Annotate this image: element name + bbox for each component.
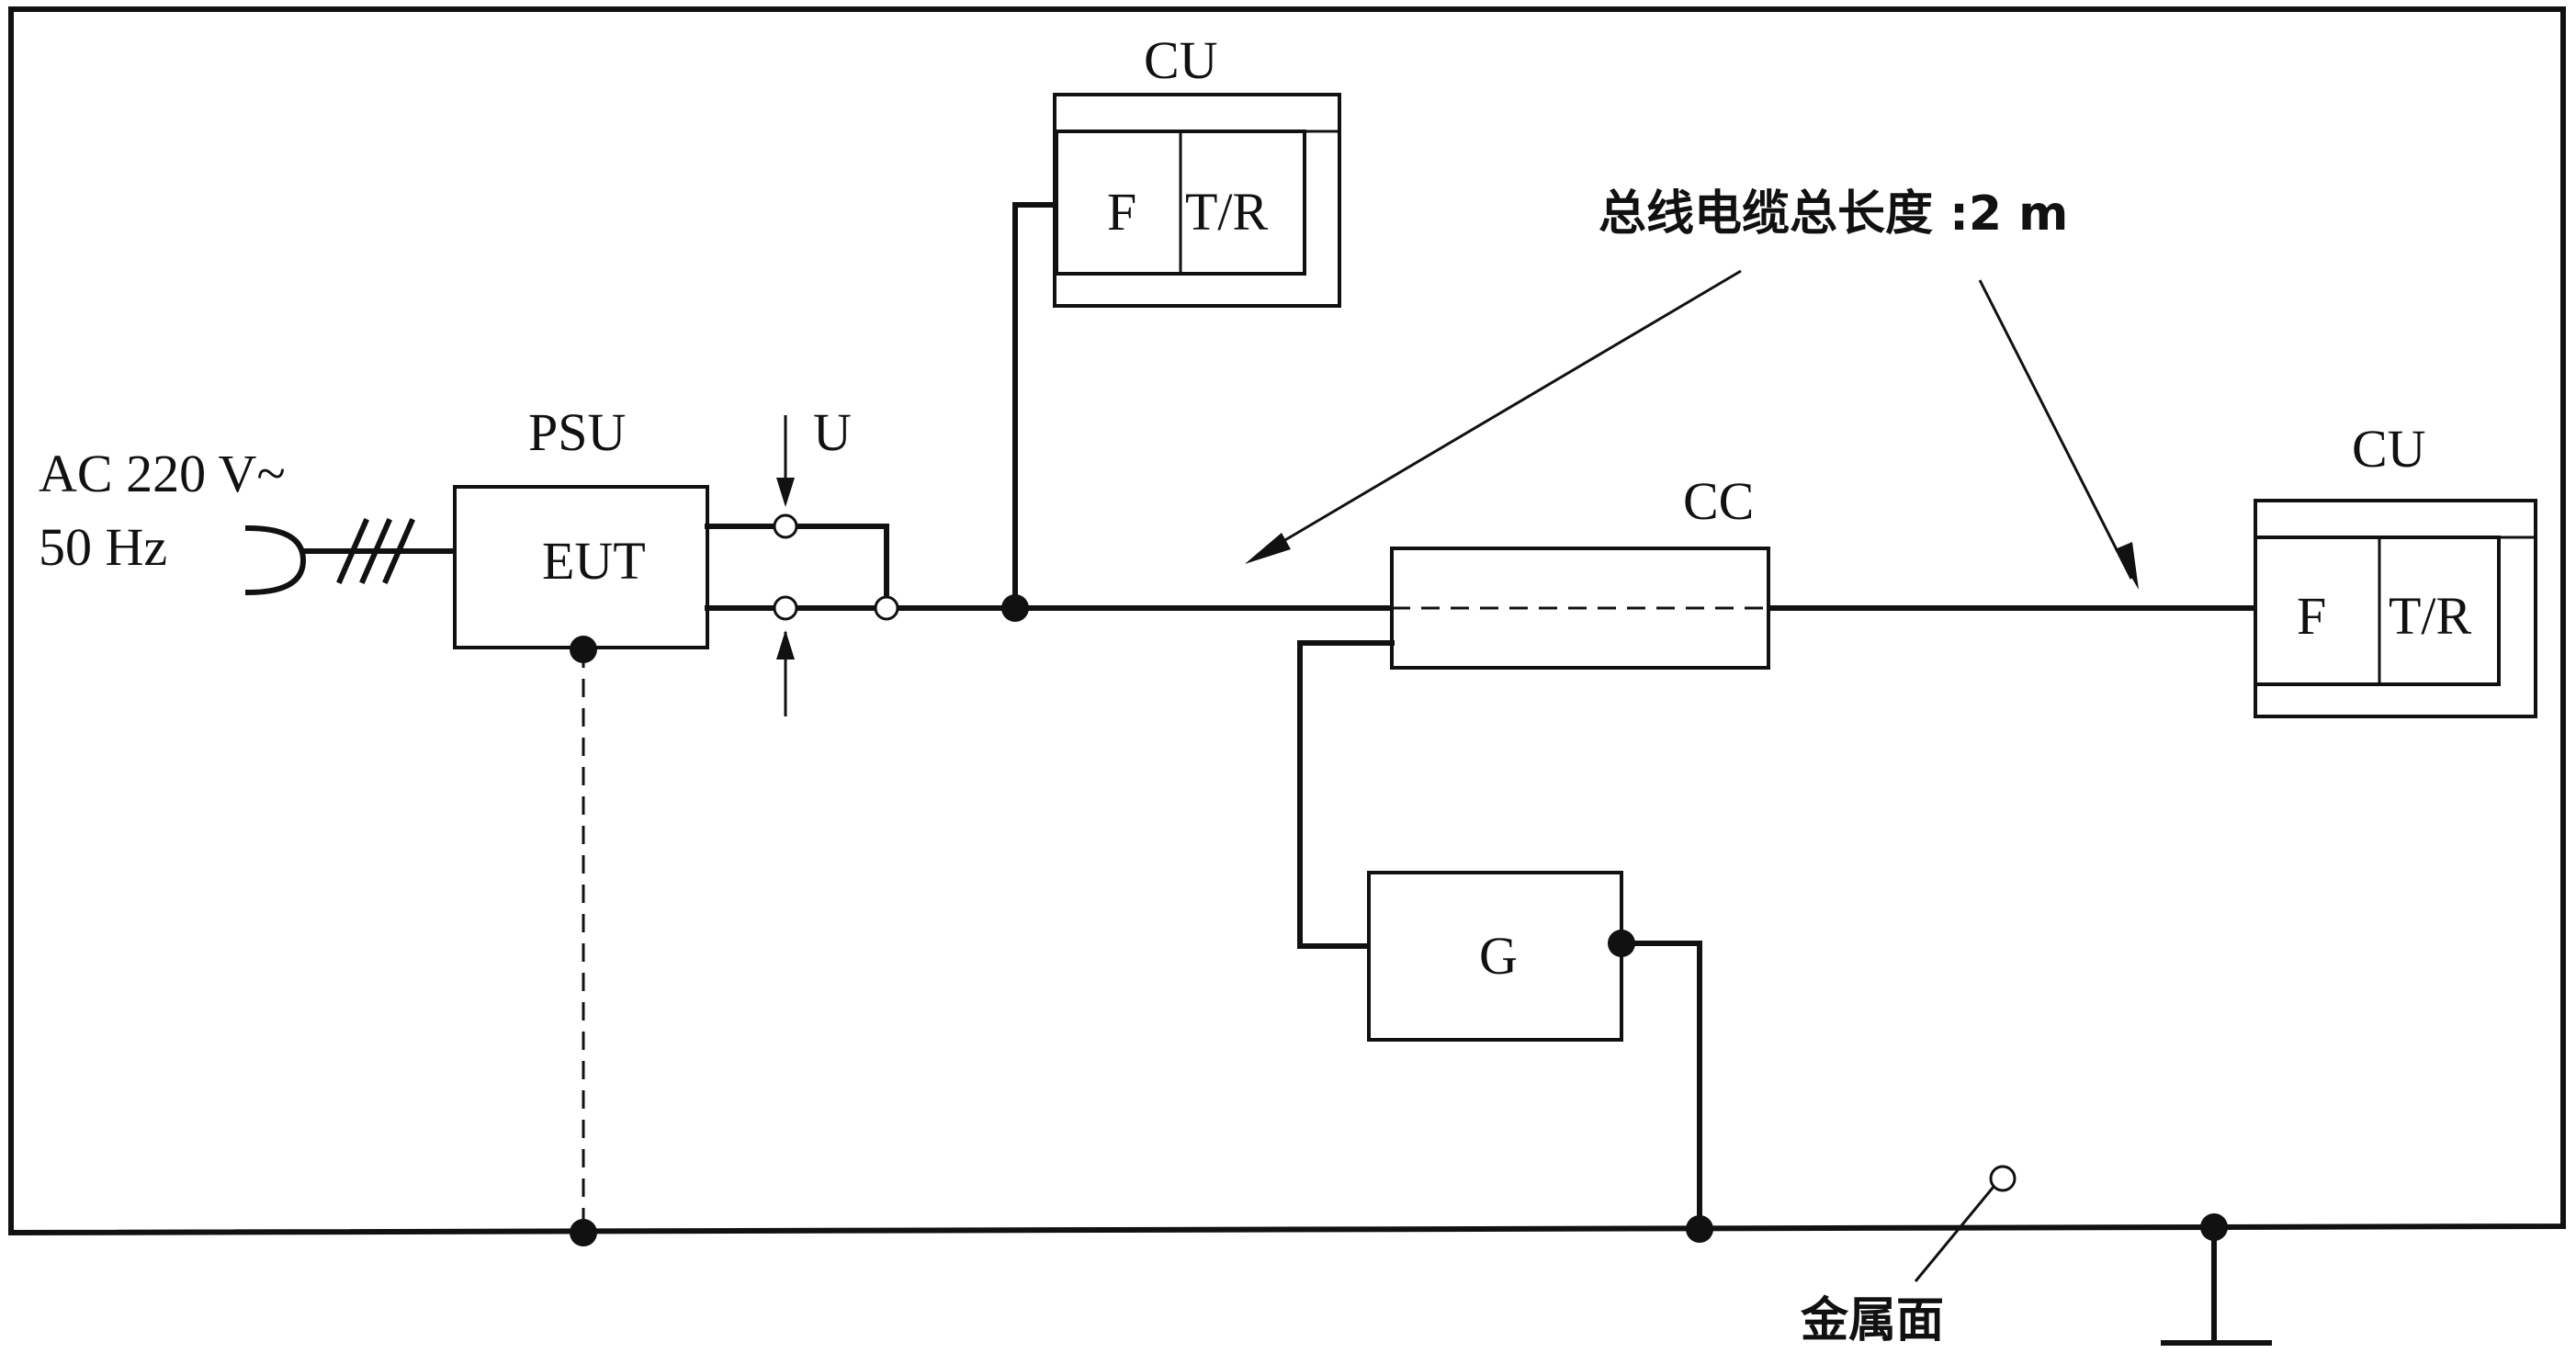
cable-length-annotation: 总线电缆总长度 :2 m (1599, 186, 2068, 242)
generator-ground-dot (1686, 1215, 1713, 1243)
generator-output-dot (1608, 930, 1635, 957)
terminal-upper (773, 513, 798, 539)
top-cu-branch (1012, 202, 1059, 611)
cu-right-title: CU (2352, 419, 2426, 479)
cu-top-right-label: T/R (1185, 182, 1269, 242)
eut-box (453, 485, 709, 649)
supply-label-frequency: 50 Hz (39, 517, 167, 577)
metal-surface-pointer-ring (1989, 1165, 2017, 1192)
voltage-label: U (813, 402, 852, 462)
cu-right-right-label: T/R (2389, 586, 2472, 646)
three-conductor-mark-icon (336, 518, 415, 584)
generator-input-lead (1297, 640, 1395, 949)
terminal-lower (773, 595, 798, 621)
metal-surface-pointer (1914, 1186, 1995, 1282)
mains-plug-icon (244, 524, 307, 596)
supply-label-voltage: AC 220 V~ (39, 444, 286, 503)
psu-title: PSU (528, 402, 626, 462)
voltage-arrow-up-icon (776, 630, 795, 716)
eut-label: EUT (542, 531, 646, 591)
metal-surface-label: 金属面 (1800, 1293, 1944, 1348)
generator-ground-lead (1619, 941, 1702, 1232)
eut-ground-dot-bottom (570, 1219, 597, 1246)
terminal-jumper (874, 595, 899, 621)
cu-top-title: CU (1144, 30, 1218, 90)
voltage-arrow-down-icon (776, 415, 795, 507)
cc-title: CC (1683, 471, 1754, 531)
metal-surface-outline (8, 6, 2567, 1236)
annotation-arrow-right-icon (1978, 279, 2139, 590)
cu-right-inner-box (2254, 536, 2501, 686)
generator-label: G (1479, 926, 1518, 986)
annotation-arrow-left-icon (1245, 269, 1742, 564)
eut-ground-dot-top (570, 636, 597, 663)
cu-top-left-label: F (1107, 182, 1136, 242)
cu-right-left-label: F (2297, 586, 2326, 646)
eut-output-upper-lead (705, 524, 889, 609)
